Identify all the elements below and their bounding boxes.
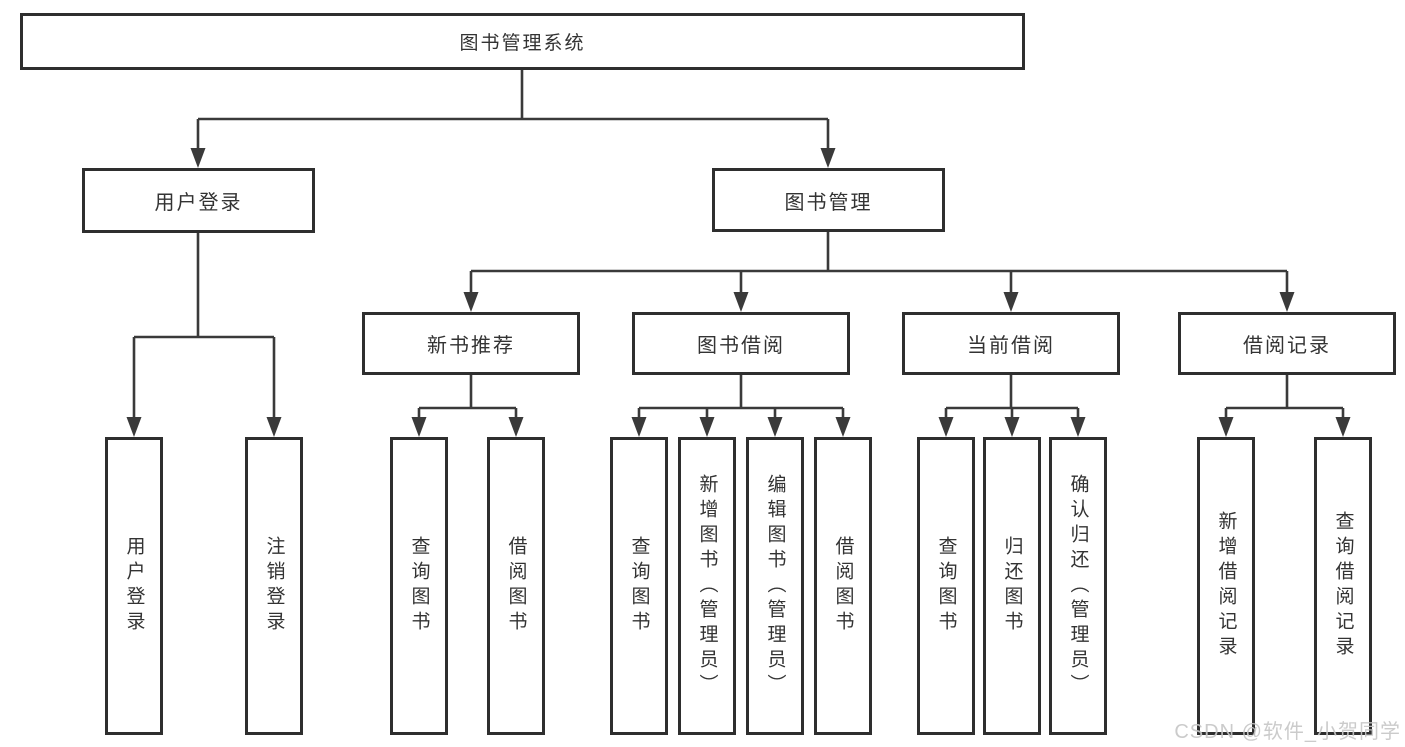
- node-book-borrow: 图书借阅: [632, 312, 850, 375]
- node-borrow-records: 借阅记录: [1178, 312, 1396, 375]
- node-book-management: 图书管理: [712, 168, 945, 232]
- leaf-borrow-books: 借阅图书: [814, 437, 872, 735]
- leaf-label: 查询图书: [935, 536, 957, 636]
- leaf-label: 用户登录: [123, 536, 145, 636]
- leaf-query-books-current: 查询图书: [917, 437, 975, 735]
- leaf-label: 借阅图书: [832, 536, 854, 636]
- leaf-add-book-admin: 新增图书（管理员）: [678, 437, 736, 735]
- leaf-return-book: 归还图书: [983, 437, 1041, 735]
- leaf-user-login: 用户登录: [105, 437, 163, 735]
- csdn-watermark: CSDN @软件_小贺同学: [1174, 721, 1401, 743]
- node-label: 图书管理: [784, 191, 873, 214]
- leaf-label: 归还图书: [1001, 536, 1023, 636]
- leaf-label: 查询借阅记录: [1332, 511, 1354, 661]
- node-label: 图书管理系统: [459, 33, 586, 54]
- leaf-query-books-recommend: 查询图书: [390, 437, 448, 735]
- arrow-down-icons: [126, 148, 1351, 437]
- leaf-logout: 注销登录: [245, 437, 303, 735]
- node-label: 当前借阅: [967, 335, 1055, 357]
- node-label: 用户登录: [154, 192, 243, 214]
- leaf-add-borrow-record: 新增借阅记录: [1197, 437, 1255, 735]
- node-library-management-system: 图书管理系统: [20, 13, 1025, 70]
- leaf-query-borrow-record: 查询借阅记录: [1314, 437, 1372, 735]
- node-label: 新书推荐: [427, 335, 515, 357]
- leaf-confirm-return-admin: 确认归还（管理员）: [1049, 437, 1107, 735]
- leaf-label: 注销登录: [263, 536, 285, 636]
- node-label: 借阅记录: [1243, 335, 1331, 357]
- node-current-borrow: 当前借阅: [902, 312, 1120, 375]
- leaf-query-books-borrow: 查询图书: [610, 437, 668, 735]
- leaf-label: 确认归还（管理员）: [1067, 473, 1089, 699]
- leaf-label: 编辑图书（管理员）: [764, 473, 786, 699]
- leaf-label: 借阅图书: [505, 536, 527, 636]
- leaf-label: 查询图书: [628, 536, 650, 636]
- node-new-book-recommend: 新书推荐: [362, 312, 580, 375]
- leaf-label: 新增借阅记录: [1215, 511, 1237, 661]
- leaf-label: 新增图书（管理员）: [696, 473, 718, 699]
- leaf-label: 查询图书: [408, 536, 430, 636]
- node-user-login: 用户登录: [82, 168, 315, 233]
- leaf-borrow-books-recommend: 借阅图书: [487, 437, 545, 735]
- node-label: 图书借阅: [697, 335, 785, 357]
- leaf-edit-book-admin: 编辑图书（管理员）: [746, 437, 804, 735]
